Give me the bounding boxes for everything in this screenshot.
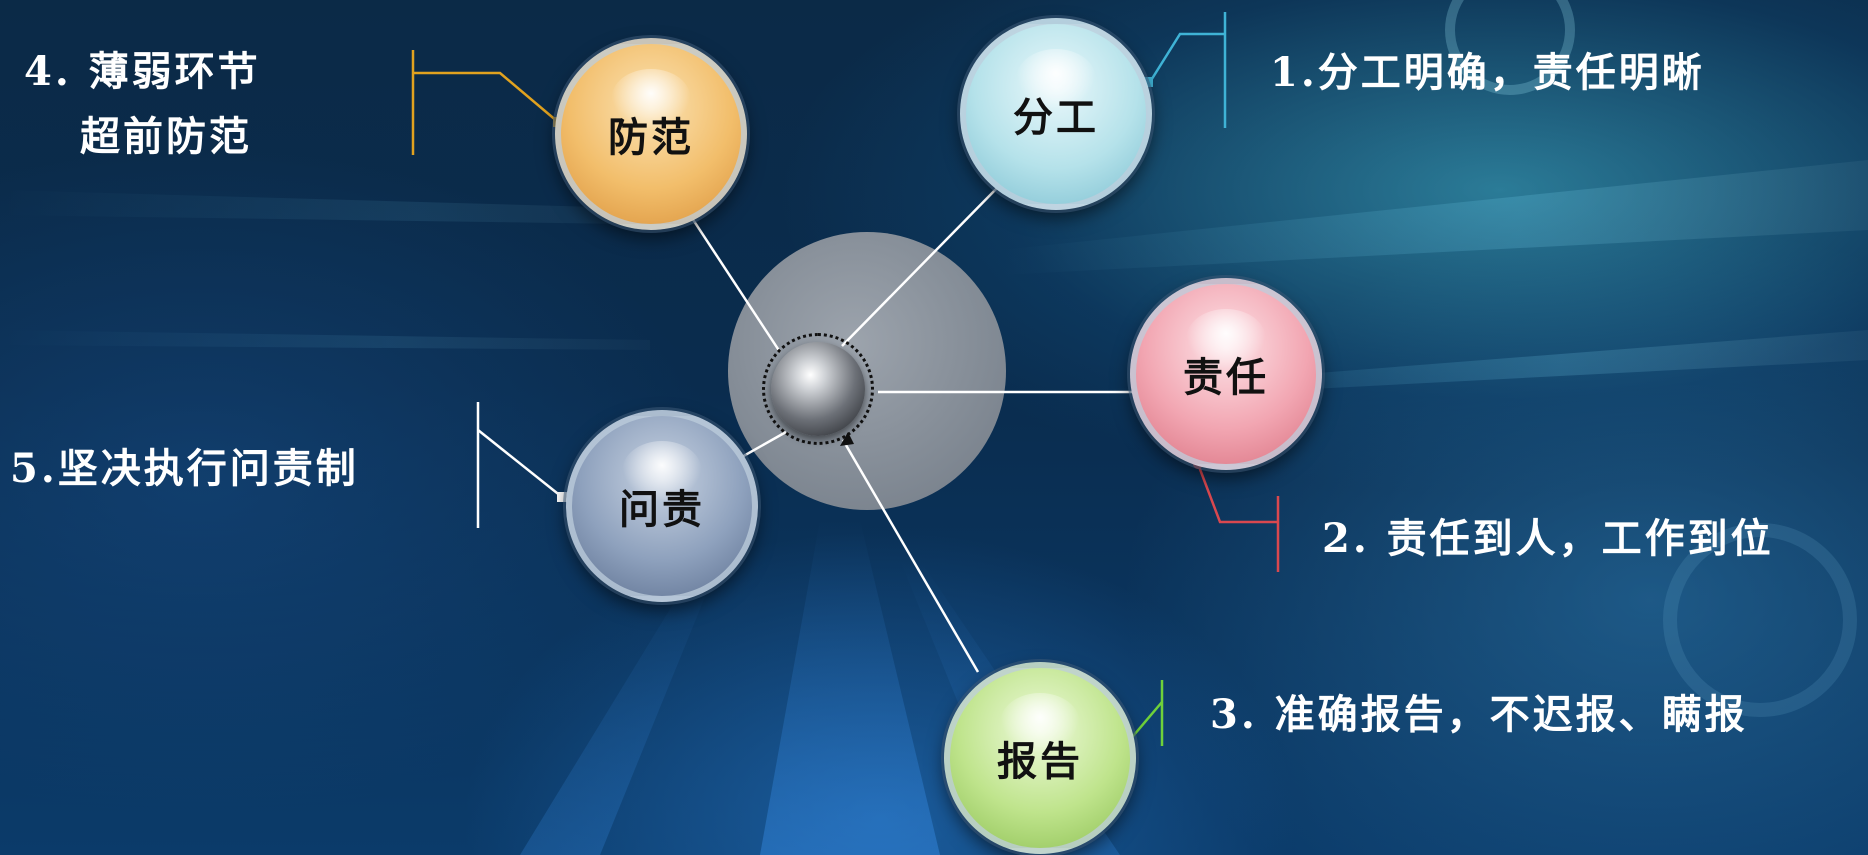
node-fengong-label: 分工 xyxy=(1013,94,1099,141)
node-fanfan-label: 防范 xyxy=(608,114,694,161)
node-wenze[interactable]: 问责 xyxy=(566,410,758,602)
connector-wenze xyxy=(739,430,787,460)
node-baogao[interactable]: 报告 xyxy=(944,662,1136,854)
callout-fanfan xyxy=(413,71,559,123)
note-fanfan-line2: 超前防范 xyxy=(80,113,252,160)
callout-zeren xyxy=(1196,463,1278,524)
hub-dotted-ring xyxy=(762,333,874,445)
node-fengong[interactable]: 分工 xyxy=(960,18,1152,210)
node-wenze-label: 问责 xyxy=(619,486,705,533)
note-baogao: 3. 准确报告，不迟报、瞒报 xyxy=(1210,691,1748,738)
node-fanfan[interactable]: 防范 xyxy=(555,38,747,230)
note-zeren: 2. 责任到人，工作到位 xyxy=(1322,515,1774,562)
node-baogao-label: 报告 xyxy=(997,738,1083,785)
callout-fengong xyxy=(1148,32,1225,83)
note-fengong: 1.分工明确，责任明晰 xyxy=(1270,49,1705,96)
node-zeren[interactable]: 责任 xyxy=(1130,278,1322,470)
callout-baogao xyxy=(1127,701,1163,743)
node-zeren-label: 责任 xyxy=(1183,354,1269,401)
connector-baogao xyxy=(841,439,980,673)
note-fanfan-line1: 4. 薄弱环节 xyxy=(24,48,261,95)
note-wenze: 5.坚决执行问责制 xyxy=(10,445,359,492)
hub-sphere xyxy=(771,342,865,436)
connector-fanfan xyxy=(688,214,782,353)
callout-wenze xyxy=(477,429,563,498)
connector-fengong xyxy=(841,184,1001,347)
